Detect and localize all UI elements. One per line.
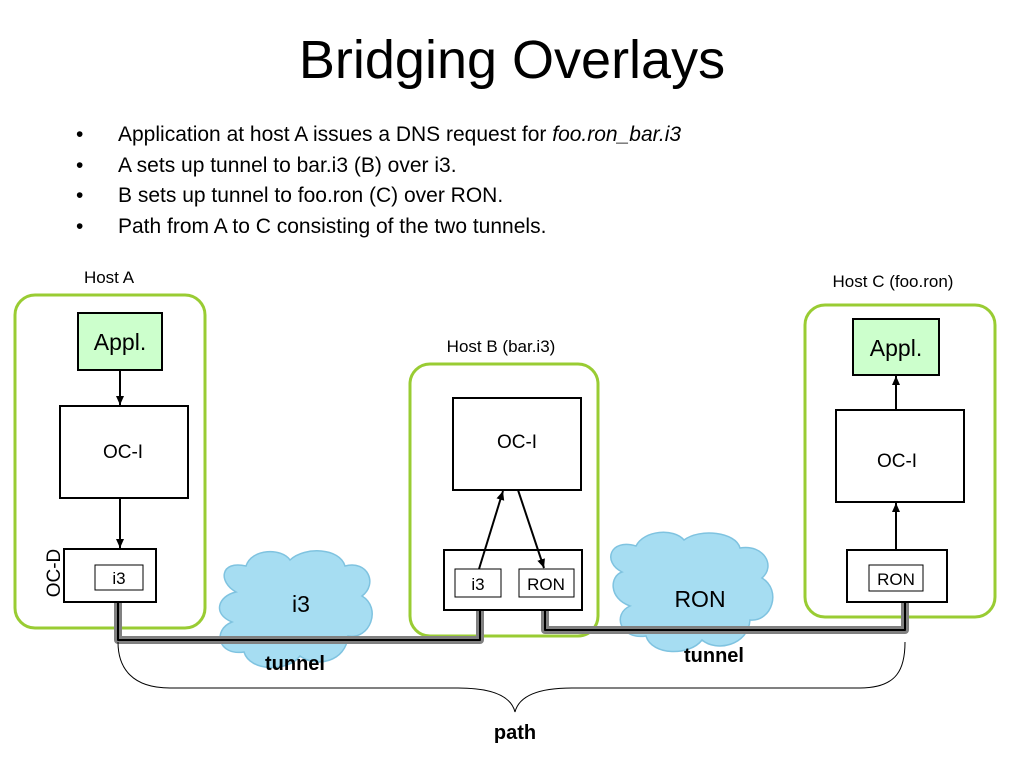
host-b-ron-label: RON <box>527 575 565 594</box>
host-b-ron-box <box>518 568 575 598</box>
bullet-item: B sets up tunnel to foo.ron (C) over RON… <box>76 181 681 212</box>
cloud-ron-label: RON <box>674 586 725 612</box>
tunnel-label-2: tunnel <box>684 645 744 667</box>
slide-title: Bridging Overlays <box>298 30 726 90</box>
host-c-appl-box <box>852 318 940 376</box>
host-b-i3-label: i3 <box>471 575 484 594</box>
host-b-oci-box <box>452 397 582 491</box>
host-c-ron-box <box>868 564 924 592</box>
path-brace <box>117 641 906 713</box>
host-c-appl-label: Appl. <box>870 335 922 361</box>
host-c-box <box>803 303 997 619</box>
host-a-appl-label: Appl. <box>94 329 146 355</box>
host-b-oci-label: OC-I <box>497 432 537 453</box>
bullet-list: Application at host A issues a DNS reque… <box>76 120 681 242</box>
tunnel-ron <box>541 600 909 634</box>
host-a-ocd-label: OC-D <box>44 549 65 598</box>
host-c-oci-box <box>835 409 965 503</box>
host-b-box <box>408 362 600 638</box>
host-a-i3-box <box>94 564 144 591</box>
host-b-i3-box <box>454 568 502 598</box>
host-c-oci-label: OC-I <box>877 451 917 472</box>
host-a-oci-label: OC-I <box>103 442 143 463</box>
tunnel-label-1: tunnel <box>265 653 325 675</box>
path-label: path <box>494 722 536 744</box>
host-a-box <box>13 293 207 630</box>
tunnel-i3 <box>114 600 484 644</box>
host-a-i3-label: i3 <box>112 569 125 588</box>
bullet-item: A sets up tunnel to bar.i3 (B) over i3. <box>76 151 681 182</box>
bullet-item: Path from A to C consisting of the two t… <box>76 212 681 243</box>
arrow-b-i3-to-oci <box>478 490 505 570</box>
bullet-item: Application at host A issues a DNS reque… <box>76 120 681 151</box>
host-b-label: Host B (bar.i3) <box>447 337 556 356</box>
host-a-oci-box <box>59 405 189 499</box>
host-c-label: Host C (foo.ron) <box>833 272 954 291</box>
host-a-label: Host A <box>84 268 135 287</box>
arrow-b-oci-to-ron <box>517 489 545 569</box>
host-c-ron-label: RON <box>877 570 915 589</box>
cloud-i3-label: i3 <box>292 591 310 617</box>
